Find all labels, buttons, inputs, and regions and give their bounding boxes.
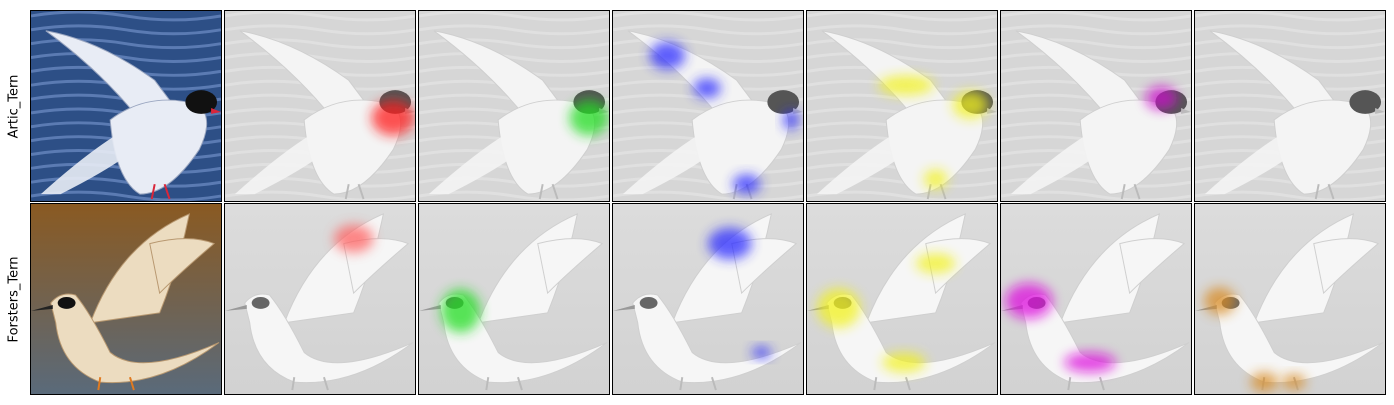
attention-map-arctic-tern-4 xyxy=(806,10,998,202)
attention-map-arctic-tern-3 xyxy=(612,10,804,202)
attention-map-forsters-tern-6 xyxy=(1194,203,1386,395)
row-label-0: Artic_Tern xyxy=(6,74,22,138)
attention-map-forsters-tern-1 xyxy=(224,203,416,395)
attention-map-forsters-tern-3 xyxy=(612,203,804,395)
photo-forsters-tern xyxy=(30,203,222,395)
attention-map-forsters-tern-2 xyxy=(418,203,610,395)
attention-map-arctic-tern-2 xyxy=(418,10,610,202)
attention-map-forsters-tern-4 xyxy=(806,203,998,395)
attention-map-forsters-tern-5 xyxy=(1000,203,1192,395)
row-label-1: Forsters_Tern xyxy=(6,256,22,342)
attention-map-arctic-tern-5 xyxy=(1000,10,1192,202)
photo-arctic-tern xyxy=(30,10,222,202)
attention-map-arctic-tern-1 xyxy=(224,10,416,202)
attention-map-arctic-tern-6 xyxy=(1194,10,1386,202)
